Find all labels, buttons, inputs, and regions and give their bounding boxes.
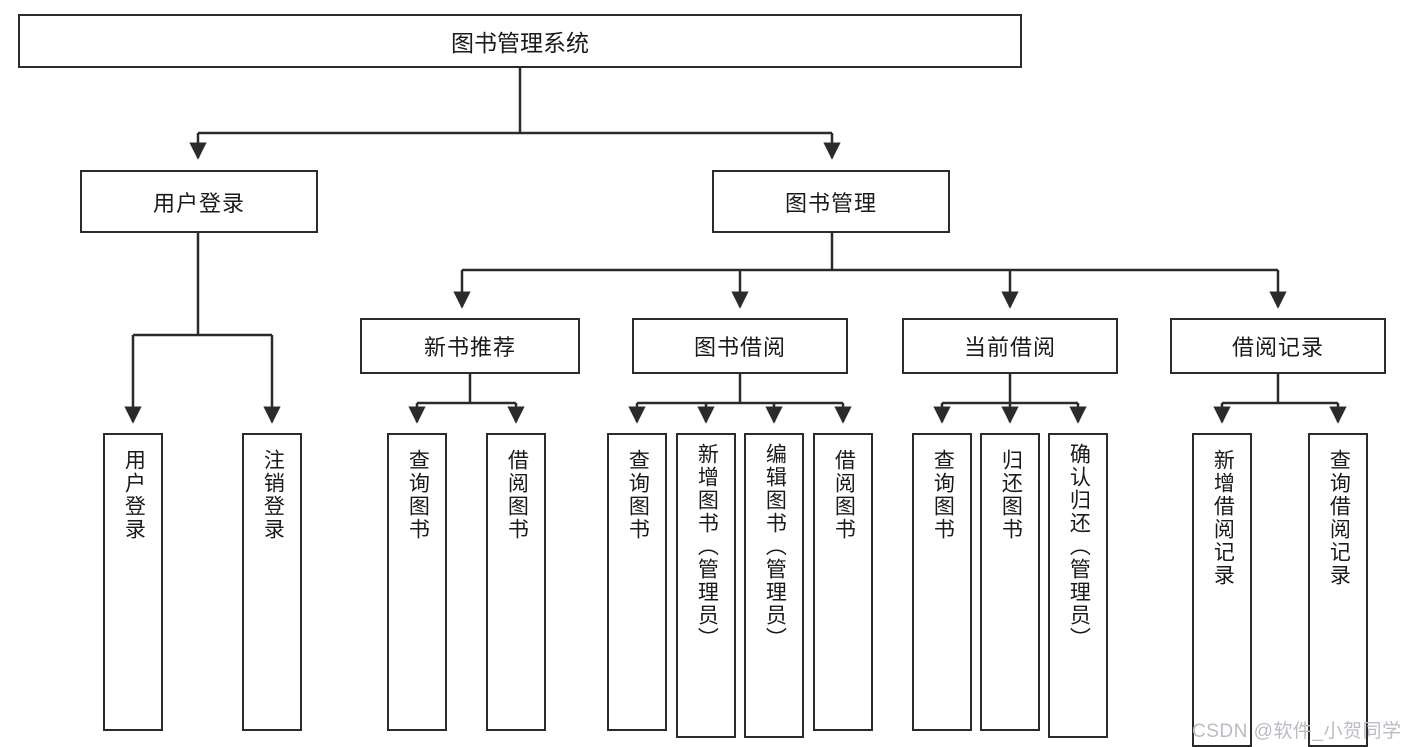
node-label: 查询借阅记录 (1327, 449, 1351, 587)
leaf-confirm-return-admin[interactable]: 确认归还（管理员） (1048, 433, 1108, 738)
leaf-add-borrow-record[interactable]: 新增借阅记录 (1192, 433, 1252, 747)
node-root-book-management-system[interactable]: 图书管理系统 (18, 14, 1022, 68)
node-new-book-recommend[interactable]: 新书推荐 (360, 318, 580, 374)
leaf-logout[interactable]: 注销登录 (242, 433, 302, 731)
node-label: 新增图书（管理员） (695, 443, 719, 650)
node-book-management[interactable]: 图书管理 (712, 170, 950, 233)
leaf-borrow-book-recommend[interactable]: 借阅图书 (486, 433, 546, 731)
leaf-query-borrow-record[interactable]: 查询借阅记录 (1308, 433, 1368, 747)
leaf-query-book-recommend[interactable]: 查询图书 (387, 433, 447, 731)
node-user-login[interactable]: 用户登录 (80, 170, 318, 233)
leaf-query-book-current[interactable]: 查询图书 (912, 433, 972, 731)
node-borrow-record[interactable]: 借阅记录 (1170, 318, 1386, 374)
node-label: 查询图书 (406, 449, 430, 541)
node-label: 确认归还（管理员） (1067, 443, 1091, 650)
node-current-borrow[interactable]: 当前借阅 (902, 318, 1118, 374)
node-label: 用户登录 (122, 449, 146, 541)
node-label: 新增借阅记录 (1211, 449, 1235, 587)
leaf-user-login[interactable]: 用户登录 (103, 433, 163, 731)
node-label: 注销登录 (261, 449, 285, 541)
leaf-query-book-borrow[interactable]: 查询图书 (607, 433, 667, 731)
node-label: 新书推荐 (423, 335, 516, 360)
leaf-add-book-admin[interactable]: 新增图书（管理员） (676, 433, 736, 738)
node-label: 当前借阅 (963, 335, 1056, 360)
leaf-borrow-book[interactable]: 借阅图书 (813, 433, 873, 731)
node-label: 图书管理 (784, 190, 877, 216)
node-label: 借阅记录 (1231, 335, 1324, 360)
watermark-text: CSDN @软件_小贺同学 (1192, 721, 1402, 742)
node-label: 编辑图书（管理员） (763, 443, 787, 650)
node-label: 用户登录 (152, 190, 245, 216)
node-book-borrow[interactable]: 图书借阅 (632, 318, 848, 374)
node-label: 借阅图书 (832, 449, 856, 541)
node-label: 归还图书 (999, 449, 1023, 541)
leaf-edit-book-admin[interactable]: 编辑图书（管理员） (744, 433, 804, 738)
node-label: 图书借阅 (693, 335, 786, 360)
node-label: 借阅图书 (505, 449, 529, 541)
node-label: 查询图书 (626, 449, 650, 541)
csdn-watermark: CSDN @软件_小贺同学 (1192, 716, 1401, 743)
node-label: 查询图书 (931, 449, 955, 541)
node-label: 图书管理系统 (451, 30, 589, 56)
leaf-return-book[interactable]: 归还图书 (980, 433, 1040, 731)
